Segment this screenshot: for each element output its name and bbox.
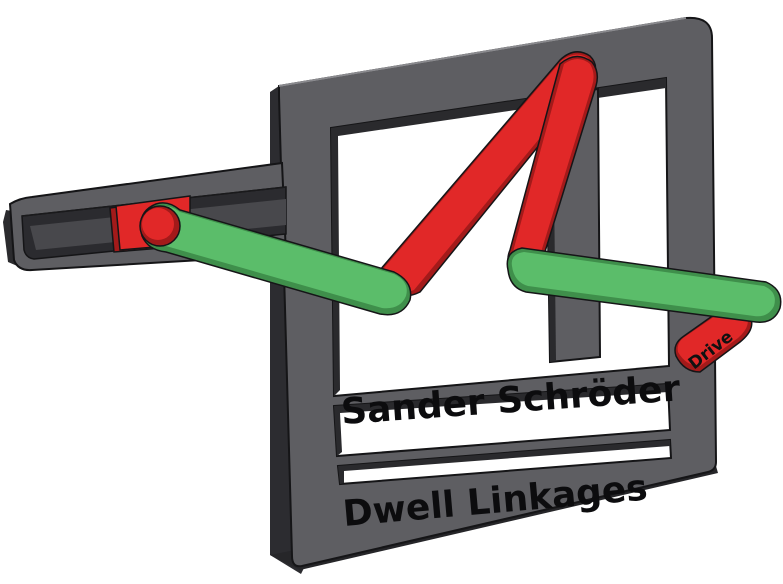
window-middle bbox=[332, 382, 672, 458]
frame-plate-top-edge bbox=[278, 17, 687, 87]
slider-pivot-pin bbox=[139, 205, 181, 247]
rocker-link-left bbox=[139, 202, 412, 316]
drive-crank: Drive bbox=[674, 304, 753, 374]
rocker-link-right bbox=[506, 247, 782, 323]
window-lower bbox=[336, 438, 673, 486]
window-upper bbox=[329, 76, 671, 398]
coupler-link-red bbox=[378, 51, 599, 297]
